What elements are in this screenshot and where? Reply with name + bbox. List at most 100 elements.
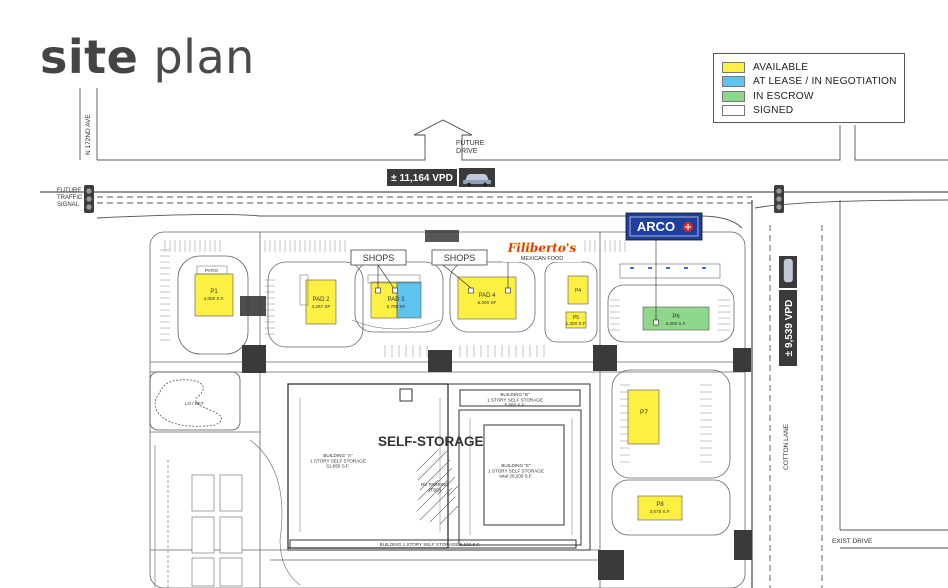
storage-drive-aisles [299,398,573,535]
tenant-callouts: SHOPS SHOPS Filiberto's MEXICAN FOOD ARC… [350,212,703,326]
parcel-pad2-name: PAD 2 [313,297,331,303]
parcel-p6-name: P6 [672,314,680,320]
label-cotton-lane: COTTON LANE [783,423,790,470]
residential-units [154,439,301,588]
filibertos-logo: Filiberto's MEXICAN FOOD [503,236,581,294]
parcel-p1-area: 4,000 S.F. [204,296,225,301]
parcel-labels: P1 4,000 S.F. PAD 2 4,257 SF PAD 3 5,700… [204,288,687,514]
intersections [240,230,752,580]
parcel-pad3-name: PAD 3 [388,297,406,303]
text-line: FUTURE [57,188,81,194]
text-line: BUILDING "A" [323,453,353,458]
label-patio: PATIO [205,268,219,273]
parcel-pad3-blue [396,281,422,319]
parcel-pad4-area: 6,000 SF [478,300,497,305]
arco-sign: ARCO [625,212,703,326]
text-line: DRIVE [456,148,478,155]
legend-label-signed: SIGNED [753,105,794,117]
text-line: TRAFFIC [57,195,83,201]
shops-sign-1: SHOPS [350,249,407,294]
parcel-p7-name: P7 [640,409,648,416]
parcel-pad2-area: 4,257 SF [312,304,331,309]
page-title: site plan [40,30,255,84]
legend-item-signed: SIGNED [722,104,898,119]
text-line: SIGNAL [57,202,80,208]
label-lo-ret: LO / RET [185,401,204,406]
legend: AVAILABLE AT LEASE / IN NEGOTIATION IN E… [713,53,905,123]
parcel-p8 [637,495,683,521]
parcel-pad4-name: PAD 4 [479,293,497,299]
legend-item-lease: AT LEASE / IN NEGOTIATION [722,75,898,90]
parcel-p4-name: P4 [575,288,581,294]
label-rv-parking: RV PARKING(TBD) [421,482,449,492]
text-line: FUTURE [456,140,485,147]
legend-item-escrow: IN ESCROW [722,89,898,104]
title-light: plan [153,30,255,84]
parcel-pad3-area: 5,700 SF [387,304,406,309]
north-arrow-icon [413,119,473,146]
legend-swatch-available [722,61,745,73]
storage-buildings [287,383,591,551]
text-line: 1 STORY SELF STORAGE [488,468,544,473]
parcel-p5-name: P5 [573,315,579,321]
shops-label-2: SHOPS [444,253,476,263]
label-self-storage: SELF-STORAGE [378,434,484,449]
lo-ret-area [149,371,241,431]
text-line: 61,650 S.F. [326,464,349,469]
arco-label: ARCO [637,219,675,234]
arco-canopy [619,263,721,279]
filibertos-text: Filiberto's [507,241,577,255]
text-line: RV PARKING [421,482,449,487]
parcel-pad4 [457,276,517,320]
legend-label-available: AVAILABLE [753,61,809,73]
label-building-bottom: BUILDING 1 STORY SELF STORAGE 5,102 S.F. [380,542,481,547]
roads [40,88,948,588]
text-line: 1 STORY SELF STORAGE [310,458,366,463]
legend-label-escrow: IN ESCROW [753,90,814,102]
text-line: BUILDING "E" [501,463,531,468]
label-exist-drive: EXIST DRIVE [832,538,873,545]
text-line: 5,560 S.F. [505,403,526,408]
text-line: 1 STORY SELF STORAGE [487,397,543,402]
vpd-badge-top: ± 11,164 VPD [387,168,495,187]
filibertos-sub: MEXICAN FOOD [521,256,564,262]
parcel-p8-area: 3,078 S.F. [650,509,671,514]
label-street-n172: N 172ND AVE [85,114,92,155]
traffic-signal-icon-west [84,185,94,213]
legend-swatch-escrow [722,90,745,102]
shops-sign-2: SHOPS [431,249,488,294]
parcel-pad2 [305,279,337,325]
legend-swatch-lease [722,76,745,88]
arco-logo-icon [683,222,693,232]
text-line: BUILDING "B" [500,392,530,397]
shops-label-1: SHOPS [363,253,395,263]
vpd-right-label: ± 9,539 VPD [784,300,795,357]
vpd-badge-right: ± 9,539 VPD [779,256,797,366]
parcel-p1 [194,273,234,317]
parcel-p5 [565,311,587,329]
title-bold: site [40,30,139,84]
patios [196,265,441,330]
legend-item-available: AVAILABLE [722,60,898,75]
legend-swatch-signed [722,105,745,117]
parcel-p1-name: P1 [210,289,218,295]
pad-sites [194,273,710,521]
legend-label-lease: AT LEASE / IN NEGOTIATION [753,76,897,88]
text-line: (TBD) [429,487,442,492]
car-icon-right [783,258,793,283]
parcel-p6 [642,306,710,331]
traffic-signal-icon-east [774,185,784,213]
parcel-p8-name: P8 [656,502,664,508]
parcel-p4 [567,275,589,305]
parcel-p7 [627,389,660,445]
parcel-p5-area: 1,300 S.F. [566,321,587,326]
vpd-top-label: ± 11,164 VPD [391,173,453,184]
parcel-p6-area: 5,000 S.F. [666,321,687,326]
